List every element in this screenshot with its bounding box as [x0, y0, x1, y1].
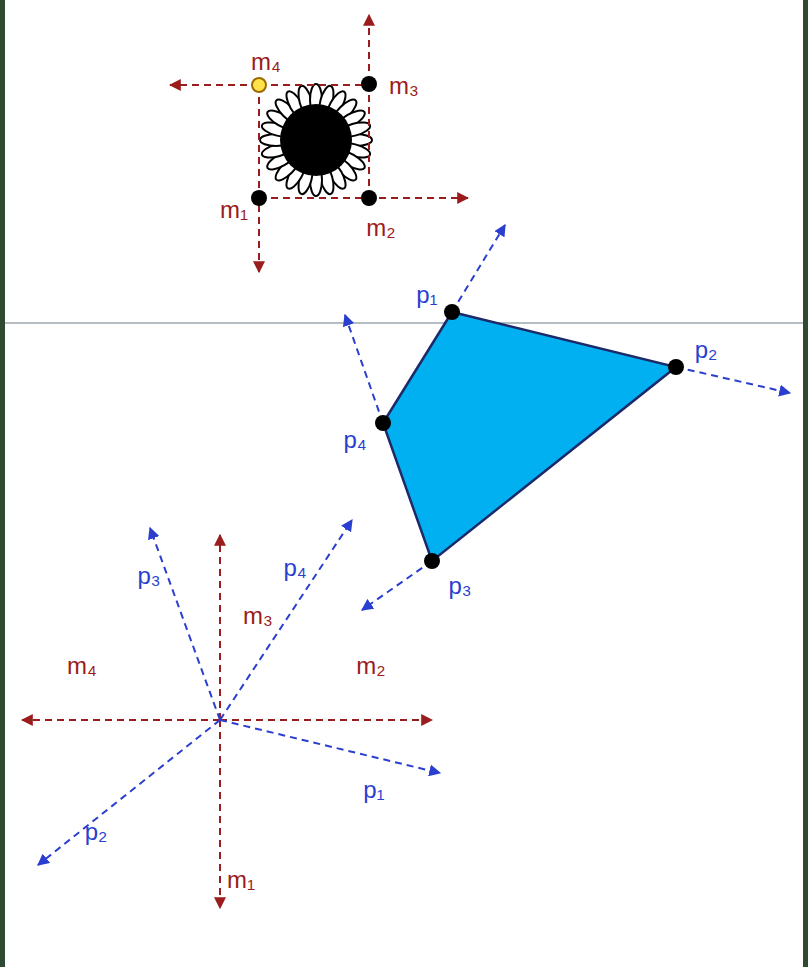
point-label: m₁ [220, 198, 248, 222]
point-label: p₃ [448, 574, 471, 598]
point-label: p₄ [343, 428, 366, 452]
vertex-normals [345, 225, 790, 610]
point-label: p₄ [283, 556, 306, 580]
point-label: p₂ [85, 820, 108, 844]
polygon-vertices [375, 304, 684, 569]
point-label: m₂ [356, 654, 385, 678]
support-square [170, 15, 468, 272]
direction-star [22, 520, 440, 908]
point-label: m₁ [227, 868, 255, 892]
point-label: m₄ [251, 50, 281, 74]
point-label: p₁ [416, 283, 437, 307]
polygon-shape [383, 312, 676, 561]
divider-line [5, 323, 803, 324]
gear-shape [260, 84, 372, 196]
point-label: p₂ [695, 338, 718, 362]
point-label: m₃ [243, 604, 273, 628]
point-label: m₃ [389, 74, 419, 98]
square-corners [251, 76, 377, 206]
point-label: p₃ [137, 564, 160, 588]
point-label: m₄ [67, 654, 97, 678]
point-label: m₂ [366, 216, 395, 240]
point-label: p₁ [363, 778, 384, 802]
